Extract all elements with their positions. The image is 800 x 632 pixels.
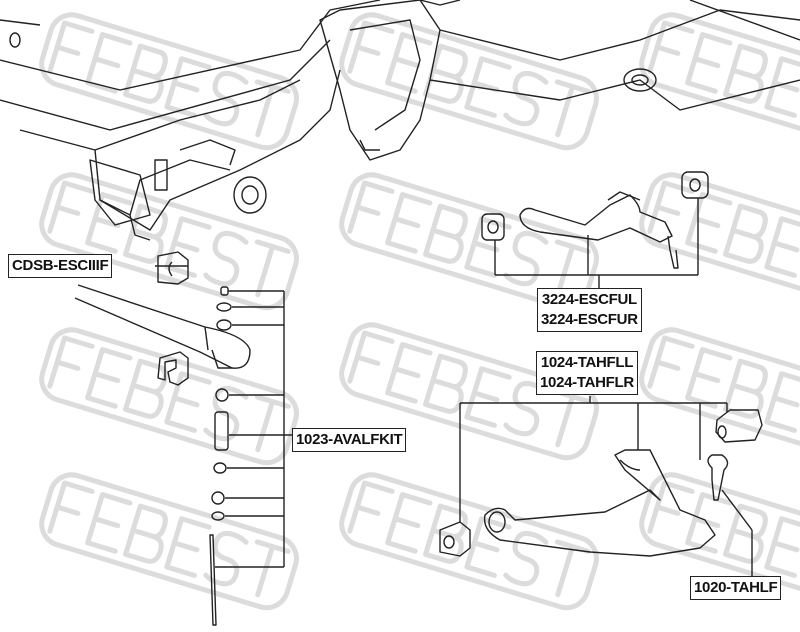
stabilizer-bar-drawing [74,284,251,386]
upper-control-arm-drawing [481,171,709,269]
part-number: 1023-AVALFKIT [296,431,403,448]
part-label-lower-arm[interactable]: 1024-TAHFLL 1024-TAHFLR [536,351,638,395]
part-number: 1020-TAHLF [694,579,778,596]
stabilizer-bushing-drawing [157,251,189,285]
part-number: 3224-ESCFUR [541,311,638,328]
chassis-frame [0,0,800,241]
part-number: 3224-ESCFUL [541,291,637,308]
part-label-upper-arm[interactable]: 3224-ESCFUL 3224-ESCFUR [537,288,642,332]
part-number: CDSB-ESCIIIF [12,257,109,274]
part-label-ball-joint[interactable]: 1020-TAHLF [690,576,782,600]
lower-control-arm-drawing [439,409,763,557]
part-label-link-kit[interactable]: 1023-AVALFKIT [292,428,407,452]
part-number: 1024-TAHFLL [540,354,634,371]
part-number: 1024-TAHFLR [540,374,634,391]
part-label-stabilizer-bushing[interactable]: CDSB-ESCIIIF [8,254,113,278]
link-kit-drawing [209,286,232,626]
leader-lines [155,198,753,577]
